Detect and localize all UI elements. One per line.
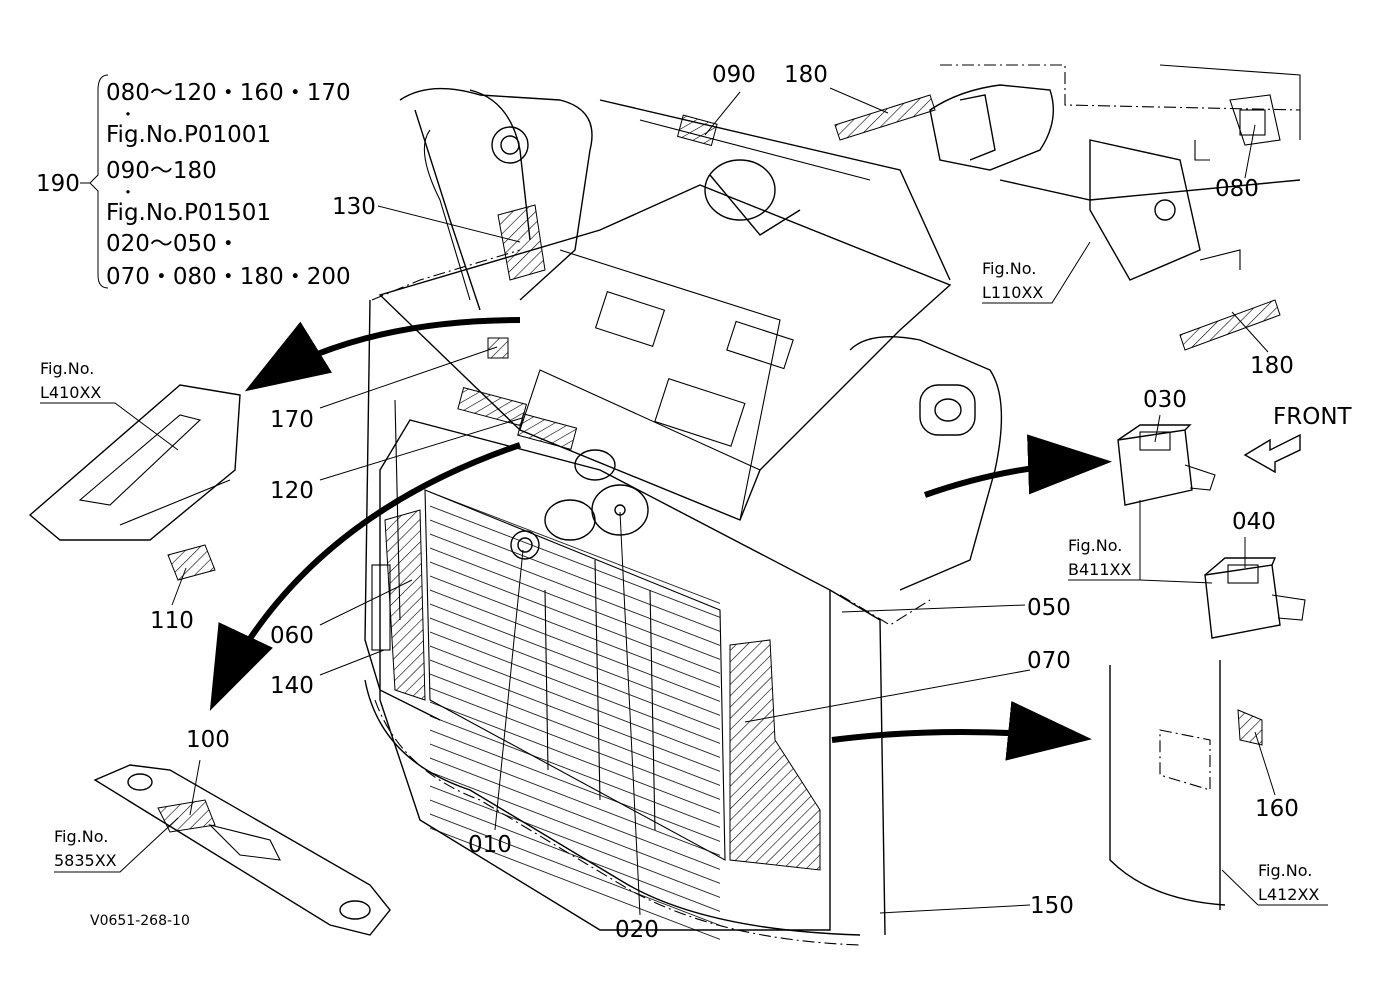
fig-ref-l410: L410XX [40,383,101,402]
part-label-130: 130 [332,194,376,220]
inset-cab-area [834,64,1301,351]
bracket-note: 190 080～120・160・170 ・ Fig.No.P01001 090～… [36,80,351,290]
fig-references: Fig.No. L410XX Fig.No. L110XX Fig.No. B4… [40,259,1319,929]
fig-ref-5835-prefix: Fig.No. [54,827,108,846]
part-label-100: 100 [186,727,230,753]
drawing-code: V0651-268-10 [90,913,190,929]
part-label-090: 090 [712,62,756,88]
part-label-020: 020 [615,917,659,943]
part-label-110: 110 [150,608,194,634]
part-label-170: 170 [270,407,314,433]
part-label-050: 050 [1027,595,1071,621]
bracket-line-1: 080～120・160・170 [106,80,351,106]
fig-ref-5835: 5835XX [54,851,117,870]
fig-ref-l412-prefix: Fig.No. [1258,861,1312,880]
fig-ref-l110: L110XX [982,283,1043,302]
inset-l412 [1109,660,1263,910]
part-label-040: 040 [1232,509,1276,535]
inset-l410 [28,384,241,581]
fig-ref-l412: L412XX [1258,885,1319,904]
front-label: FRONT [1273,404,1353,430]
bracket-line-7: 020～050・ [106,231,240,257]
fig-ref-b411-prefix: Fig.No. [1068,536,1122,555]
bracket-line-4: 090～180 [106,158,217,184]
fig-ref-l410-prefix: Fig.No. [40,359,94,378]
bracket-line-8: 070・080・180・200 [106,264,351,290]
inset-5835 [93,764,391,936]
inset-b411 [1117,424,1306,639]
callout-arrows [209,317,1112,761]
machine-body [364,87,1003,947]
part-label-060: 060 [270,623,314,649]
part-label-080: 080 [1215,176,1259,202]
part-label-070: 070 [1027,648,1071,674]
fig-ref-l110-prefix: Fig.No. [982,259,1036,278]
part-label-140: 140 [270,673,314,699]
fig-ref-b411: B411XX [1068,560,1131,579]
part-label-150: 150 [1030,893,1074,919]
leader-lines [40,74,1328,916]
bracket-line-5: ・ [120,183,136,202]
part-labels: 090 180 130 080 180 170 120 110 060 140 … [150,62,1353,943]
part-label-120: 120 [270,478,314,504]
part-label-180-top: 180 [784,62,828,88]
part-label-180-bottom: 180 [1250,353,1294,379]
bracket-line-2: ・ [120,105,136,124]
bracket-line-3: Fig.No.P01001 [106,122,271,148]
part-label-030: 030 [1143,387,1187,413]
part-label-160: 160 [1255,796,1299,822]
bracket-line-6: Fig.No.P01501 [106,200,271,226]
label-190: 190 [36,171,80,197]
part-label-010: 010 [468,832,512,858]
